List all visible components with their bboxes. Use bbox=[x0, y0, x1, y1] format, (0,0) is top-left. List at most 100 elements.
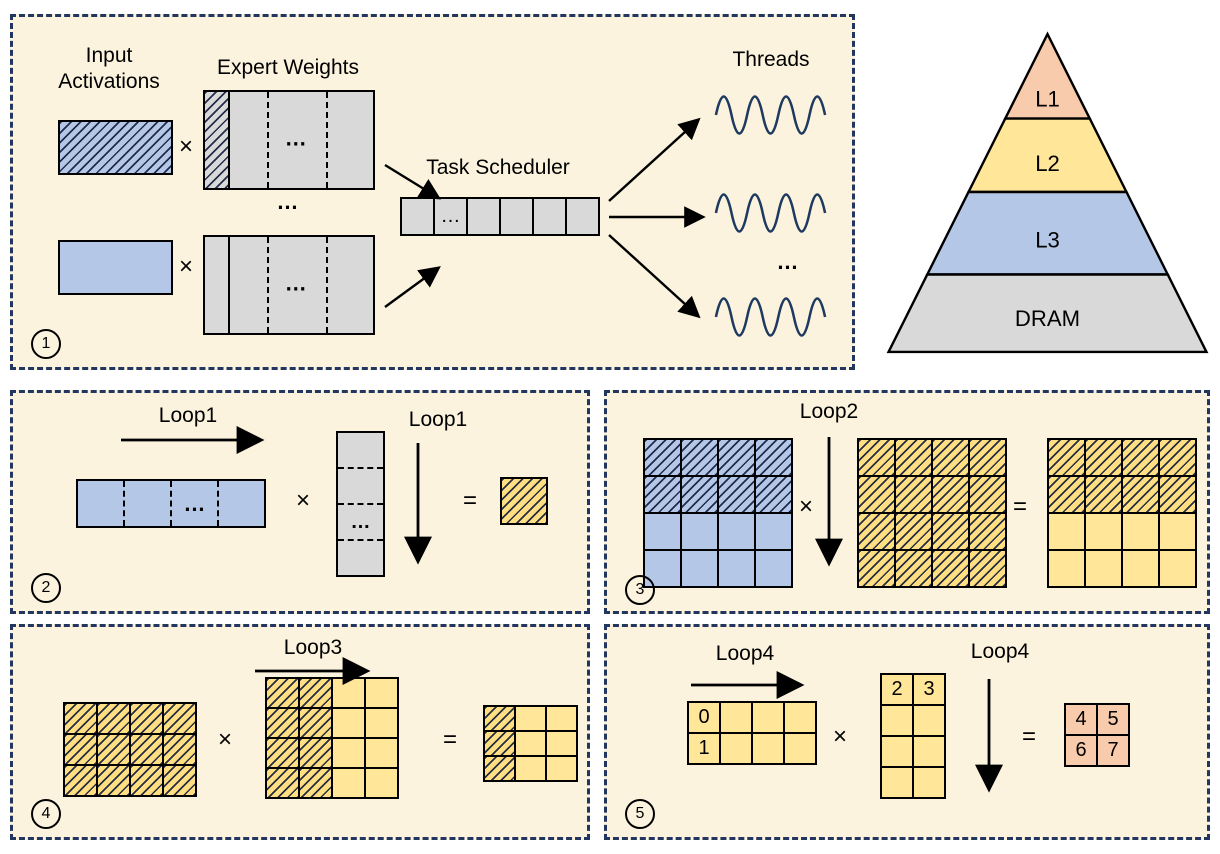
matrix-cell bbox=[546, 706, 577, 731]
matrix-cell bbox=[1048, 550, 1085, 587]
matrix-cell bbox=[484, 706, 515, 731]
matrix-cell bbox=[1159, 513, 1196, 550]
hatched-cell bbox=[338, 433, 383, 467]
expert-weights-label: Expert Weights bbox=[216, 56, 359, 79]
matrix-cell: 2 bbox=[881, 674, 913, 705]
matrix-cell bbox=[681, 513, 718, 550]
threads-label: Threads bbox=[732, 48, 810, 71]
thread-wave-icon bbox=[714, 193, 827, 233]
matrix-cell bbox=[881, 705, 913, 736]
matrix-cell bbox=[515, 756, 546, 781]
times-operator: × bbox=[179, 253, 194, 280]
hatched-cell bbox=[78, 481, 123, 526]
loop3-label: Loop3 bbox=[283, 636, 343, 659]
matrix-cell: 6 bbox=[1065, 735, 1097, 766]
dashed-divider bbox=[326, 92, 328, 188]
matrix-b-left-cols-hatched bbox=[265, 677, 399, 799]
column-vector-b: … bbox=[336, 431, 385, 577]
matrix-cell bbox=[858, 476, 895, 513]
matrix-cell bbox=[1159, 439, 1196, 476]
matrix-cell bbox=[546, 756, 577, 781]
expert-weights-matrix-1: … bbox=[203, 90, 375, 190]
matrix-cell bbox=[130, 765, 163, 796]
matrix-cell bbox=[332, 678, 365, 708]
matrix-cell bbox=[163, 703, 196, 734]
matrix-cell bbox=[681, 476, 718, 513]
matrix-cell bbox=[97, 734, 130, 765]
matrix-cell bbox=[720, 702, 752, 733]
matrix-c-first-col-hatched bbox=[483, 705, 578, 782]
loop2-label: Loop2 bbox=[799, 400, 859, 423]
matrix-cell bbox=[1122, 476, 1159, 513]
matrix-cell bbox=[1085, 550, 1122, 587]
matrix-cell bbox=[515, 706, 546, 731]
input-activations-label: Input Activations bbox=[58, 44, 160, 94]
matrix-cell bbox=[1159, 476, 1196, 513]
row-vector-a: … bbox=[76, 479, 266, 528]
panel-1-moe-task-scheduling: Input Activations × Expert Weights … … ×… bbox=[10, 14, 855, 370]
equals-operator: = bbox=[1013, 493, 1028, 520]
matrix-cell bbox=[644, 439, 681, 476]
matrix-cell bbox=[163, 765, 196, 796]
matrix-cell bbox=[365, 708, 398, 738]
panel-number-badge: 4 bbox=[31, 799, 61, 829]
matrix-cell: 7 bbox=[1097, 735, 1129, 766]
matrix-cell bbox=[1048, 439, 1085, 476]
thread-wave-icon bbox=[714, 297, 827, 337]
ellipsis-cell: … bbox=[170, 481, 217, 526]
matrix-cell: … bbox=[434, 198, 467, 235]
matrix-cell bbox=[755, 550, 792, 587]
panel-number-badge: 5 bbox=[625, 799, 655, 829]
panel-number-badge: 2 bbox=[31, 573, 61, 603]
equals-operator: = bbox=[463, 487, 478, 514]
matrix-cell: 0 bbox=[688, 702, 720, 733]
matrix-cell bbox=[913, 736, 945, 767]
matrix-b-hatched-yellow bbox=[857, 438, 1007, 588]
matrix-cell bbox=[718, 513, 755, 550]
cell bbox=[338, 467, 383, 503]
hatched-column-strip bbox=[205, 92, 230, 188]
l1-label: L1 bbox=[1035, 86, 1060, 111]
loop4-label-horizontal: Loop4 bbox=[715, 642, 775, 665]
matrix-a-hatched-yellow bbox=[63, 702, 197, 797]
panel-number: 5 bbox=[635, 805, 645, 822]
matrix-cell bbox=[515, 731, 546, 756]
matrix-cell bbox=[895, 513, 932, 550]
matrix-cell bbox=[969, 439, 1006, 476]
matrix-cell bbox=[365, 738, 398, 768]
matrix-cell bbox=[784, 702, 816, 733]
column-strip bbox=[205, 237, 230, 333]
matrix-cell: 3 bbox=[913, 674, 945, 705]
panel-number-badge: 3 bbox=[625, 575, 655, 605]
matrix-cell bbox=[752, 733, 784, 764]
matrix-cell bbox=[365, 678, 398, 708]
dram-label: DRAM bbox=[1015, 306, 1080, 331]
panel-number: 1 bbox=[41, 335, 51, 352]
matrix-cell bbox=[365, 768, 398, 798]
thread-wave-icon bbox=[714, 95, 827, 135]
matrix-cell bbox=[299, 678, 332, 708]
matrix-cell bbox=[858, 513, 895, 550]
times-operator: × bbox=[218, 726, 233, 753]
matrix-cell bbox=[755, 513, 792, 550]
matrix-cell bbox=[969, 513, 1006, 550]
matrix-cell bbox=[1085, 476, 1122, 513]
matrix-cell bbox=[858, 550, 895, 587]
matrix-cell bbox=[1048, 476, 1085, 513]
matrix-cell bbox=[881, 736, 913, 767]
cell bbox=[123, 481, 170, 526]
memory-hierarchy-pyramid: L1 L2 L3 DRAM bbox=[886, 31, 1209, 354]
matrix-cell: 4 bbox=[1065, 704, 1097, 735]
matrix-cell bbox=[500, 198, 533, 235]
ellipsis: … bbox=[284, 125, 307, 151]
matrix-cell bbox=[546, 731, 577, 756]
matrix-cell bbox=[895, 476, 932, 513]
matrix-cell bbox=[1122, 439, 1159, 476]
matrix-cell bbox=[1085, 513, 1122, 550]
matrix-cell bbox=[932, 513, 969, 550]
ellipsis-threads: … bbox=[776, 249, 800, 274]
matrix-cell bbox=[784, 733, 816, 764]
